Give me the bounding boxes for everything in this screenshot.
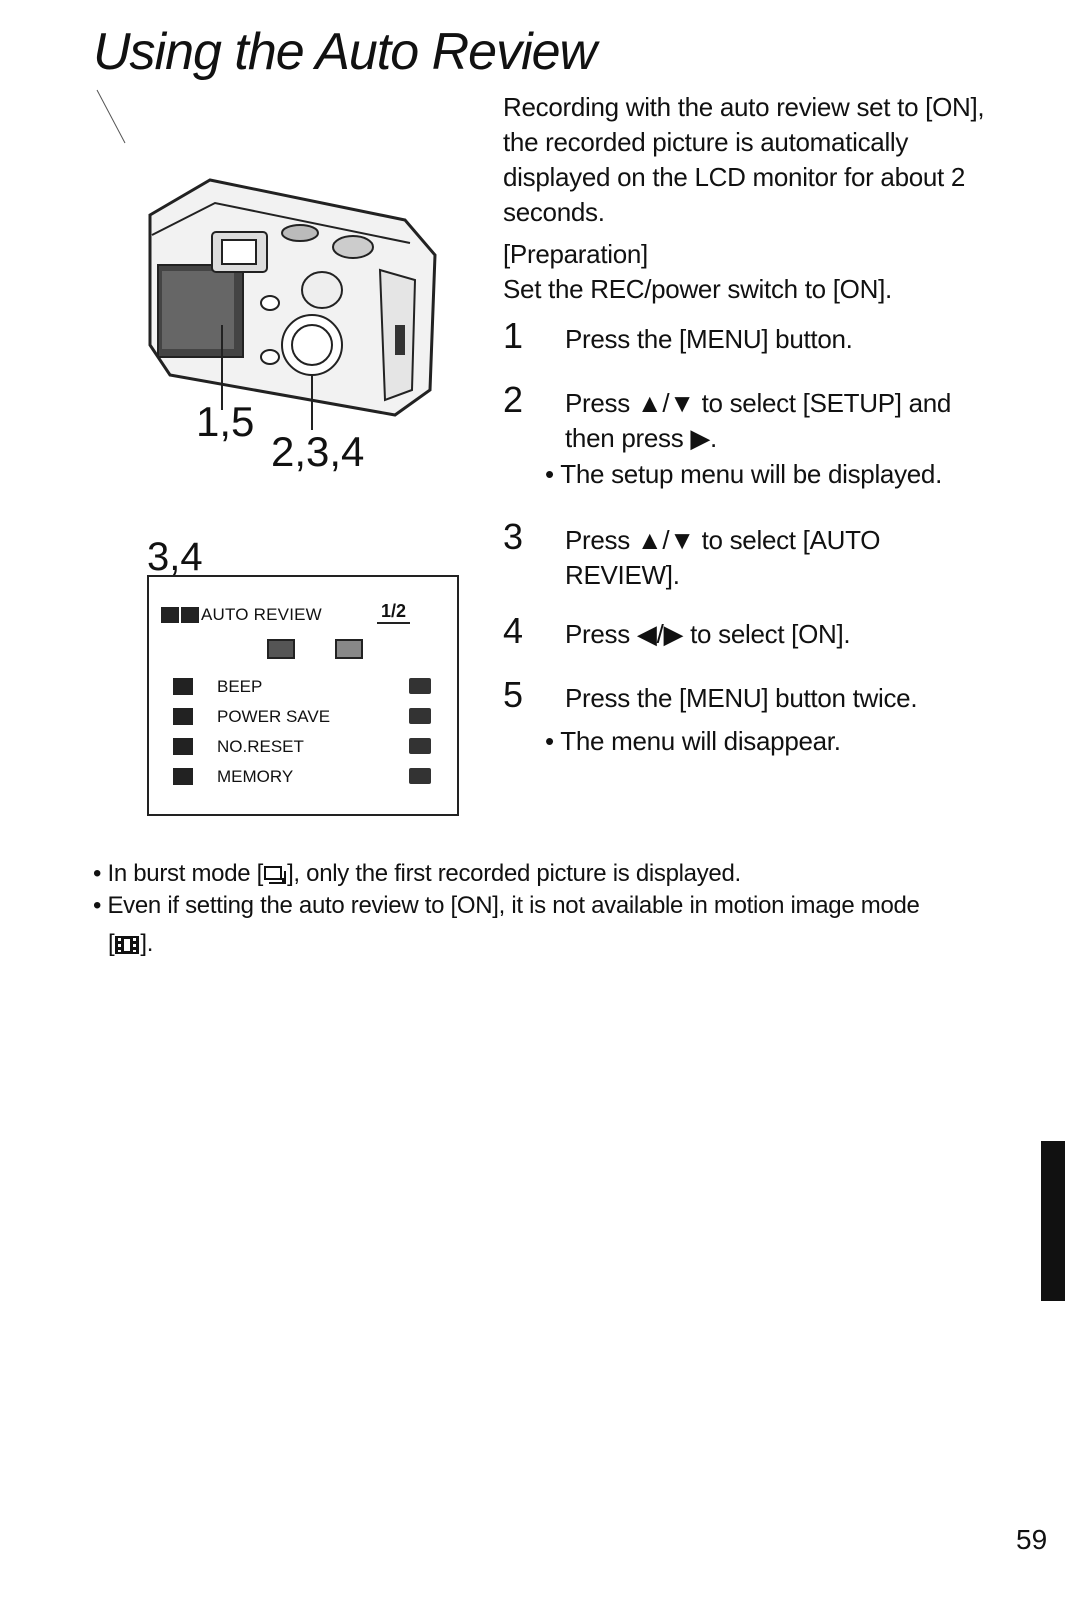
off-option-icon bbox=[267, 639, 295, 659]
page-title: Using the Auto Review bbox=[93, 23, 597, 81]
lcd-row-label: NO.RESET bbox=[217, 737, 304, 756]
page-number: 59 bbox=[1016, 1524, 1048, 1555]
burst-mode-icon bbox=[264, 865, 287, 884]
burst-mode-note: • In burst mode [ ], only the first recor… bbox=[93, 860, 741, 888]
lcd-menu-screen: AUTO REVIEW 1/2 BEEP POWER SAVE NO.RESET… bbox=[147, 575, 459, 816]
setting-value-icon bbox=[409, 768, 431, 784]
beep-icon bbox=[173, 678, 193, 695]
lcd-menu-title: AUTO REVIEW bbox=[201, 605, 322, 624]
lcd-menu-row: MEMORY bbox=[173, 765, 433, 795]
intro-paragraph: Recording with the auto review set to [O… bbox=[503, 92, 985, 227]
motion-image-note: • Even if setting the auto review to [ON… bbox=[93, 892, 920, 920]
step-number: 3 bbox=[503, 516, 523, 557]
setup-tab-icon bbox=[161, 607, 179, 623]
auto-review-icon bbox=[181, 607, 199, 623]
setting-value-icon bbox=[409, 708, 431, 724]
setting-value-icon bbox=[409, 738, 431, 754]
callout-steps-1-5: 1,5 bbox=[196, 398, 255, 445]
power-save-icon bbox=[173, 708, 193, 725]
memory-icon bbox=[173, 768, 193, 785]
on-option-icon bbox=[335, 639, 363, 659]
menu-figure-label: 3,4 bbox=[147, 535, 203, 579]
step-text: Press ▲/▼ to select [AUTO REVIEW]. bbox=[565, 525, 881, 590]
step-text: Press the [MENU] button twice. bbox=[565, 683, 918, 713]
lcd-menu-row: POWER SAVE bbox=[173, 705, 433, 735]
step-number: 2 bbox=[503, 379, 523, 420]
motion-image-icon bbox=[115, 935, 140, 954]
step-text: Press the [MENU] button. bbox=[565, 324, 853, 354]
step-2-note: • The setup menu will be displayed. bbox=[545, 459, 943, 489]
section-tab-marker bbox=[1041, 1141, 1065, 1301]
preparation-block: [Preparation] Set the REC/power switch t… bbox=[503, 237, 1003, 307]
callout-steps-2-3-4: 2,3,4 bbox=[271, 428, 365, 475]
note-text: ]. bbox=[140, 930, 154, 957]
lcd-row-label: BEEP bbox=[217, 677, 263, 696]
preparation-text: Set the REC/power switch to [ON]. bbox=[503, 274, 892, 304]
no-reset-icon bbox=[173, 738, 193, 755]
auto-review-options bbox=[249, 635, 439, 665]
setting-value-icon bbox=[409, 678, 431, 694]
scan-mark bbox=[96, 89, 126, 144]
note-text: [ bbox=[108, 930, 115, 957]
note-text: • Even if setting the auto review to [ON… bbox=[93, 892, 920, 919]
lcd-menu-page: 1/2 bbox=[377, 601, 411, 624]
lcd-row-label: MEMORY bbox=[217, 767, 294, 786]
step-text: Press ◀/▶ to select [ON]. bbox=[565, 619, 851, 649]
step-5-note: • The menu will disappear. bbox=[545, 726, 841, 756]
note-text: ], only the first recorded picture is di… bbox=[287, 860, 741, 887]
step-number: 4 bbox=[503, 610, 523, 651]
lcd-menu-row: BEEP bbox=[173, 675, 433, 705]
motion-image-note-end: []. bbox=[108, 930, 153, 958]
step-text: Press ▲/▼ to select [SETUP] and then pre… bbox=[565, 388, 952, 453]
lcd-menu-row: NO.RESET bbox=[173, 735, 433, 765]
camera-illustration bbox=[148, 178, 437, 430]
lcd-row-label: POWER SAVE bbox=[217, 707, 331, 726]
lcd-menu-heading: AUTO REVIEW bbox=[161, 605, 322, 625]
step-number: 1 bbox=[503, 315, 523, 356]
note-text: • In burst mode [ bbox=[93, 860, 264, 887]
step-number: 5 bbox=[503, 674, 523, 715]
preparation-label: [Preparation] bbox=[503, 239, 648, 269]
lcd-menu-rows: BEEP POWER SAVE NO.RESET MEMORY bbox=[173, 675, 433, 795]
